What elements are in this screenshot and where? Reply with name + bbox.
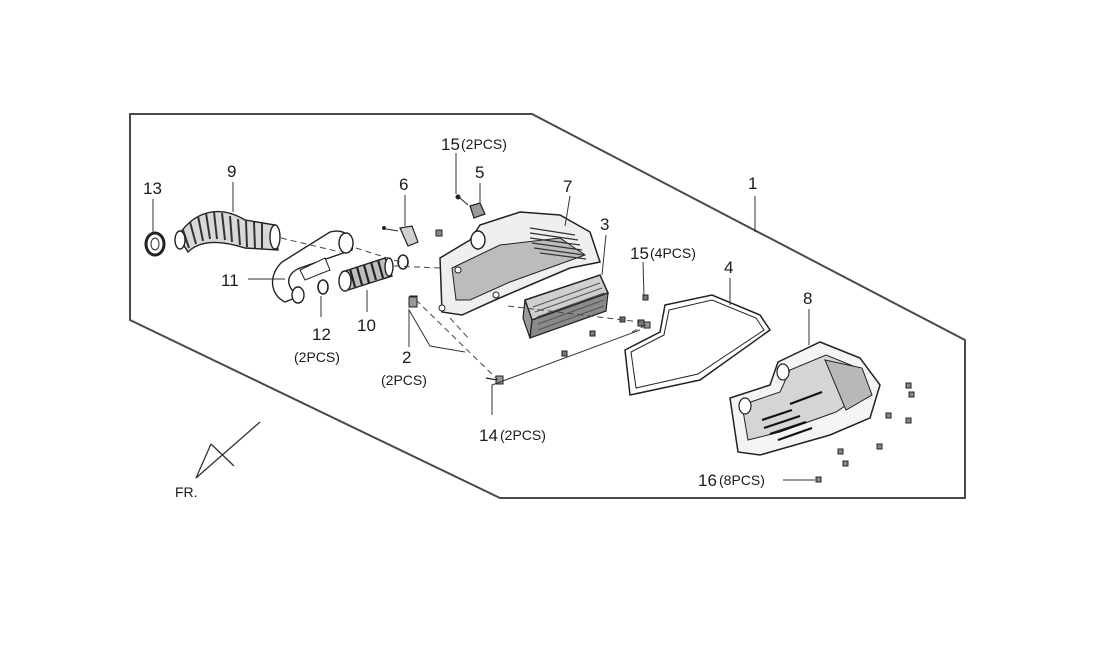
alignment-lines: [280, 237, 647, 381]
front-direction-arrow-icon: [195, 421, 261, 479]
label-part-8: 8: [803, 289, 812, 308]
part-4-gasket: [624, 294, 772, 396]
label-part-15b-qty: (4PCS): [650, 245, 696, 261]
label-part-15a-qty: (2PCS): [461, 136, 507, 152]
label-part-6: 6: [399, 175, 408, 194]
o-ring-icon: [397, 254, 409, 270]
label-part-2: 2: [402, 348, 411, 367]
part-3-filter-element: [522, 274, 610, 339]
part-16-screws: [815, 382, 915, 483]
part-6-bracket: [382, 225, 419, 247]
label-part-7: 7: [563, 177, 572, 196]
part-7-air-cleaner-case: [438, 211, 601, 316]
label-part-14: 14: [479, 426, 498, 445]
part-5-clip: [469, 202, 486, 219]
part-14-screw: [485, 375, 504, 385]
label-part-12-qty: (2PCS): [294, 349, 340, 365]
label-part-10: 10: [357, 316, 376, 335]
part-11-resonator-tube: [271, 230, 354, 304]
part-15-screw: [455, 194, 469, 206]
label-part-11: 11: [221, 271, 239, 290]
label-part-1: 1: [748, 174, 757, 193]
part-9-intake-hose: [174, 210, 281, 254]
label-part-9: 9: [227, 162, 236, 181]
label-part-15b: 15: [630, 244, 649, 263]
label-part-4: 4: [724, 258, 733, 277]
label-part-16-qty: (8PCS): [719, 472, 765, 488]
part-12-o-ring: [317, 279, 329, 295]
label-part-16: 16: [698, 471, 717, 490]
leader-lines: [152, 153, 815, 481]
part-13-clamp: [144, 231, 166, 257]
label-part-13: 13: [143, 179, 162, 198]
label-part-14-qty: (2PCS): [500, 427, 546, 443]
label-front: FR.: [175, 484, 198, 500]
assembly-frame: [129, 113, 966, 499]
label-part-5: 5: [475, 163, 484, 182]
label-part-15a: 15: [441, 135, 460, 154]
label-part-2-qty: (2PCS): [381, 372, 427, 388]
part-8-cover: [729, 341, 881, 456]
label-part-3: 3: [600, 215, 609, 234]
part-2-bolt: [408, 296, 418, 308]
part-10-connecting-hose: [338, 257, 394, 292]
label-part-12: 12: [312, 325, 331, 344]
